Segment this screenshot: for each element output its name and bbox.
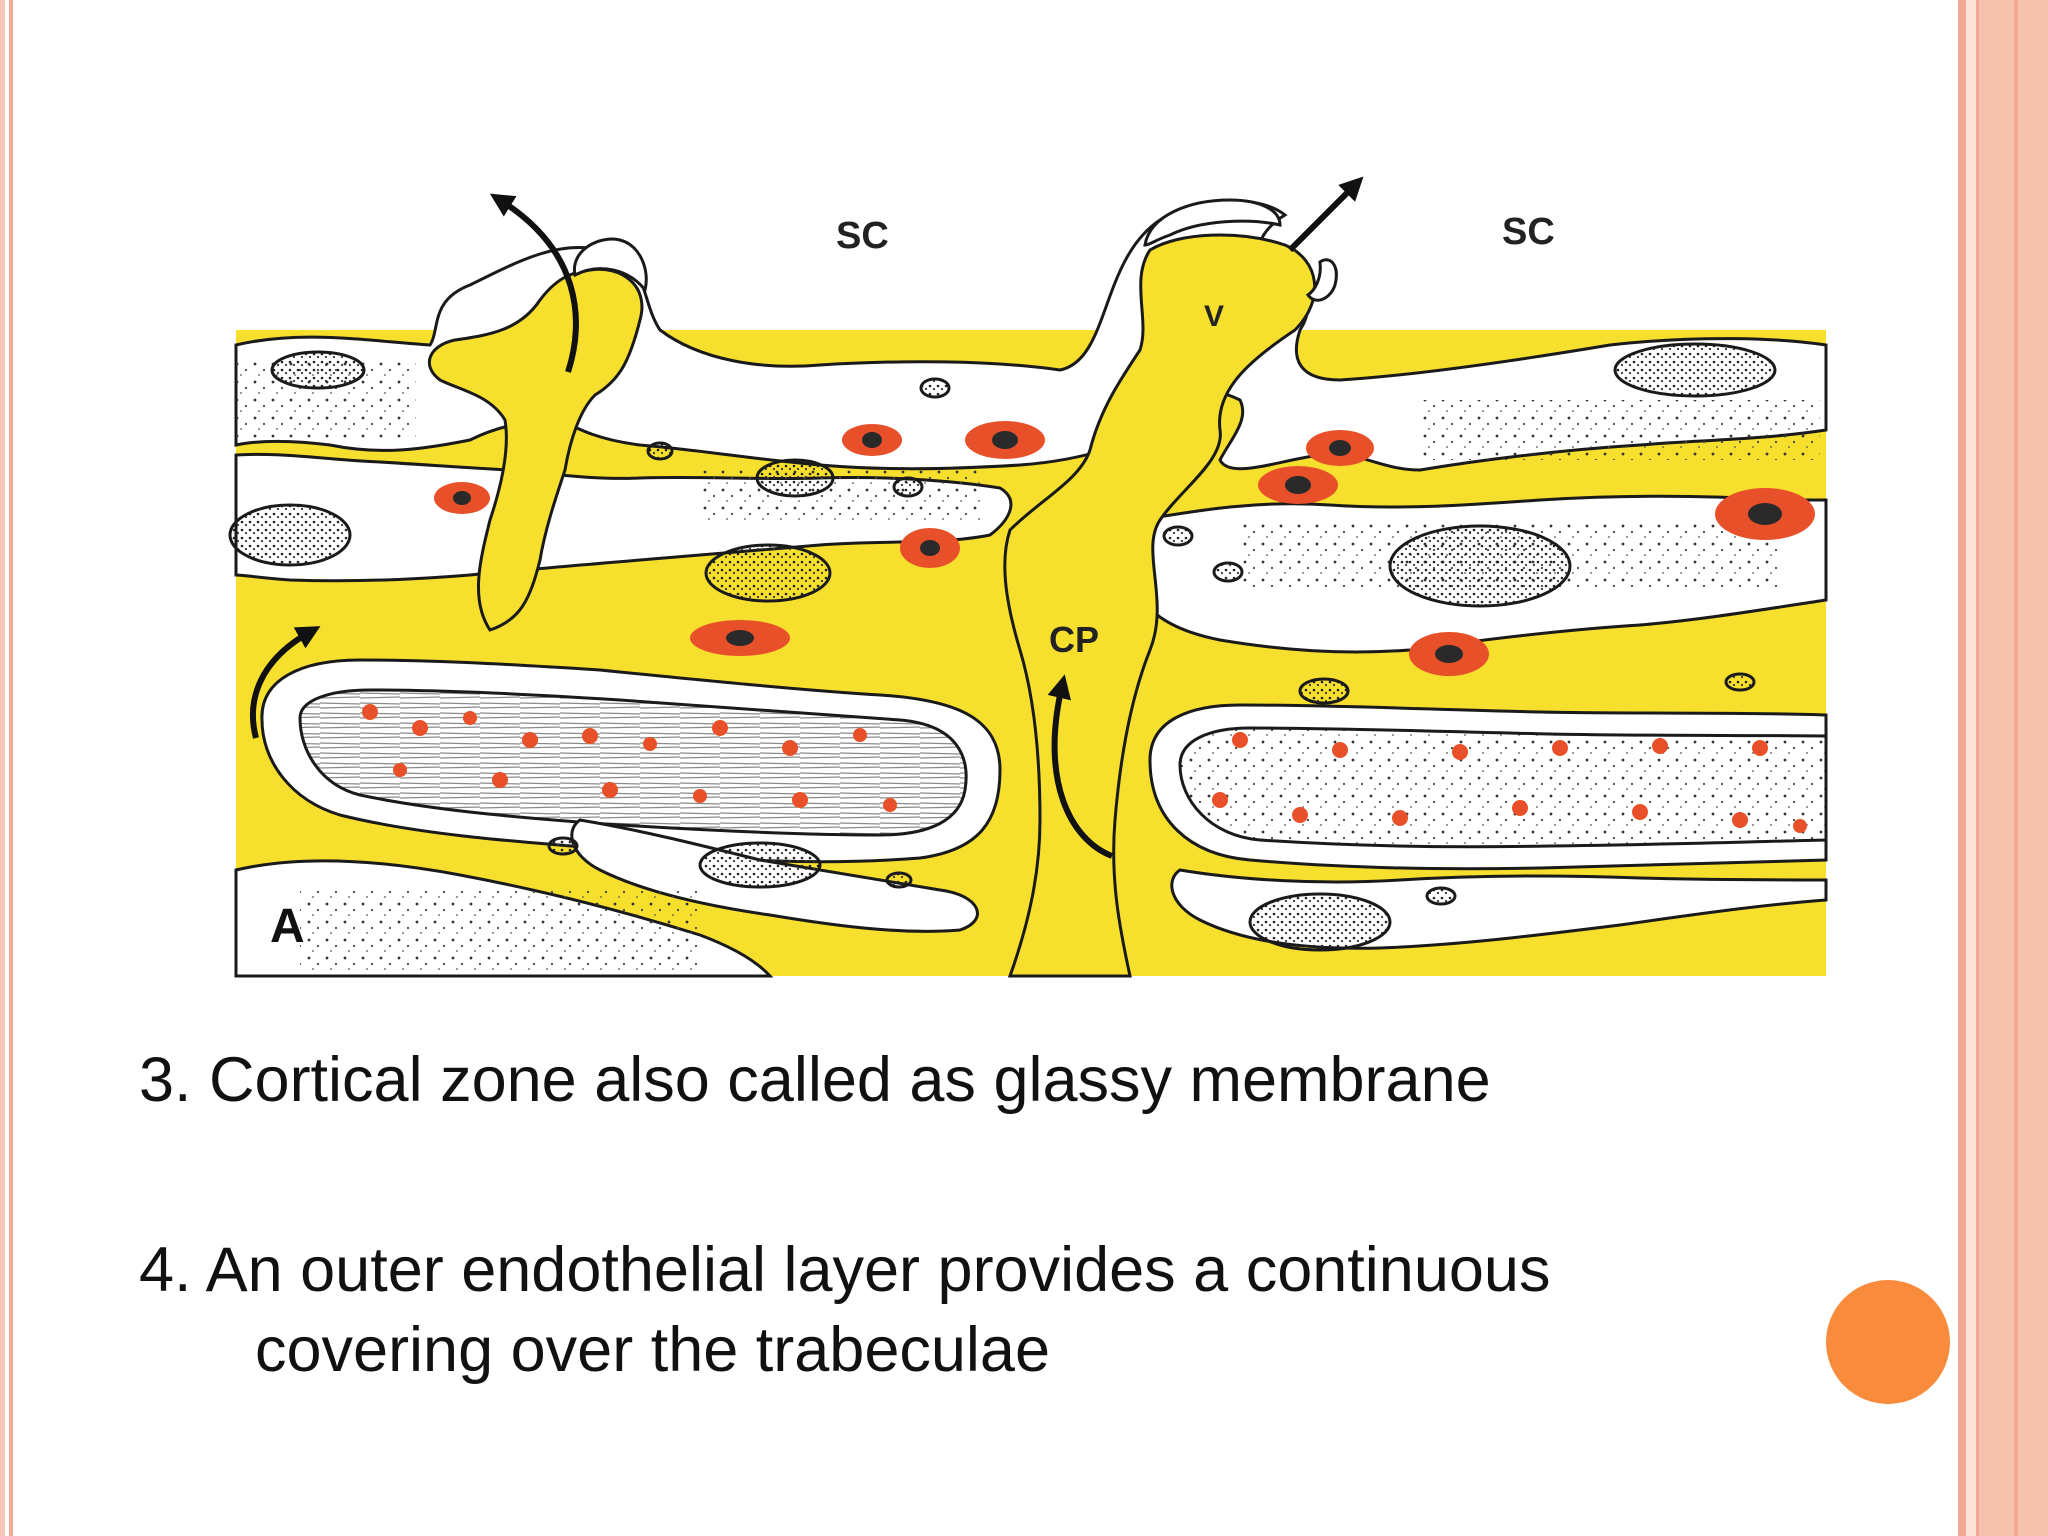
bullet-item-4-line2: covering over the trabeculae [255, 1315, 1050, 1385]
pigmented-cells [434, 421, 1815, 676]
endothelial-flaps [573, 198, 1338, 302]
bullet-item-3: 3. Cortical zone also called as glassy m… [139, 1045, 1491, 1115]
slide-border-left [0, 0, 13, 1536]
label-v: V [1204, 300, 1224, 333]
label-sc-left: SC [836, 215, 889, 257]
label-a: A [270, 900, 305, 953]
bullet-item-4: 4. An outer endothelial layer provides a… [139, 1230, 1789, 1390]
bullet-list: 3. Cortical zone also called as glassy m… [139, 1040, 1789, 1390]
yellow-channels [427, 233, 1317, 978]
orange-circle-icon [1826, 1280, 1950, 1404]
nuclei [228, 342, 1777, 952]
bullet-item-4-line1: 4. An outer endothelial layer provides a… [139, 1235, 1551, 1305]
beam-cells [362, 704, 1807, 833]
label-sc-right: SC [1502, 211, 1555, 253]
arrow-icon [250, 176, 1364, 859]
slide-border-right [1958, 0, 2048, 1536]
trabecular-meshwork-diagram: SC SC V CP A [228, 176, 1828, 978]
label-cp: CP [1049, 619, 1099, 660]
